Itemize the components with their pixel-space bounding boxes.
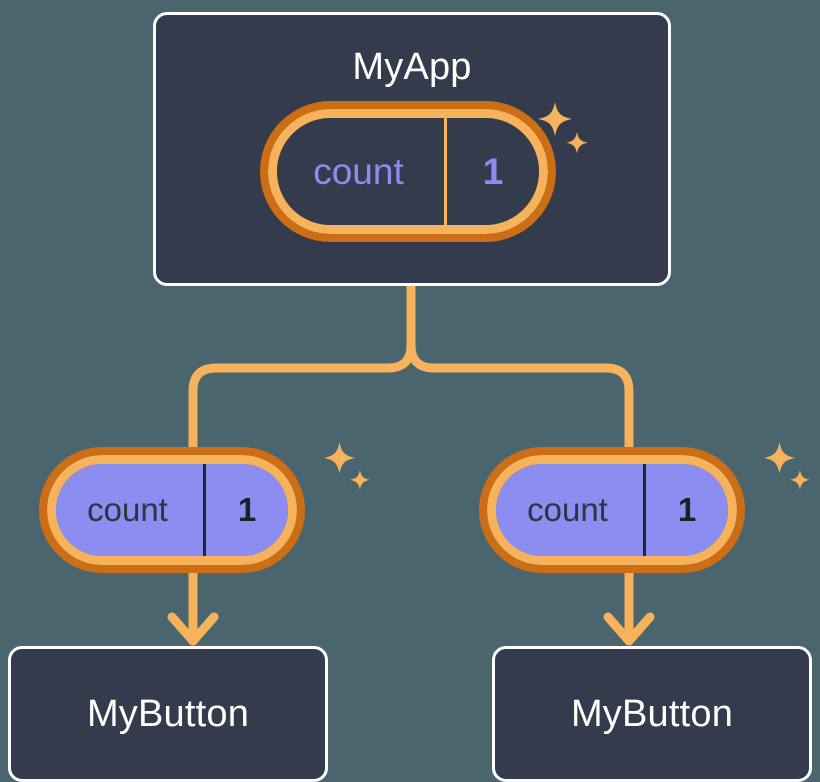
state-key-label: count bbox=[313, 150, 404, 192]
state-value-label: 1 bbox=[444, 118, 539, 225]
leaf-component-label: MyButton bbox=[86, 692, 250, 735]
sparkle-icon bbox=[763, 442, 810, 490]
component-card-branch-right[interactable]: MyButton bbox=[492, 646, 812, 782]
wire-branch-left bbox=[188, 340, 416, 470]
state-pill-branch-left[interactable]: count 1 bbox=[39, 447, 305, 573]
state-key-label: count bbox=[87, 491, 168, 528]
arrow-down-left-head bbox=[167, 612, 219, 646]
sparkle-icon bbox=[323, 442, 370, 490]
state-value-label: 1 bbox=[643, 464, 728, 556]
arrow-down-right-head bbox=[603, 612, 655, 646]
state-pill-branch-right-inner: count 1 bbox=[496, 464, 728, 556]
state-pill-root[interactable]: count 1 bbox=[260, 101, 556, 242]
leaf-component-label: MyButton bbox=[570, 692, 734, 735]
state-pill-branch-right[interactable]: count 1 bbox=[479, 447, 745, 573]
sparkle-icon-branch-right bbox=[760, 440, 812, 503]
state-pill-branch-left-inner: count 1 bbox=[56, 464, 288, 556]
sparkle-icon-branch-left bbox=[320, 440, 372, 503]
state-pill-root-inner: count 1 bbox=[277, 118, 539, 225]
state-value-label: 1 bbox=[203, 464, 288, 556]
component-card-branch-left[interactable]: MyButton bbox=[8, 646, 328, 782]
wire-branch-right bbox=[406, 340, 634, 470]
state-key-label: count bbox=[527, 491, 608, 528]
root-component-label: MyApp bbox=[352, 46, 472, 88]
